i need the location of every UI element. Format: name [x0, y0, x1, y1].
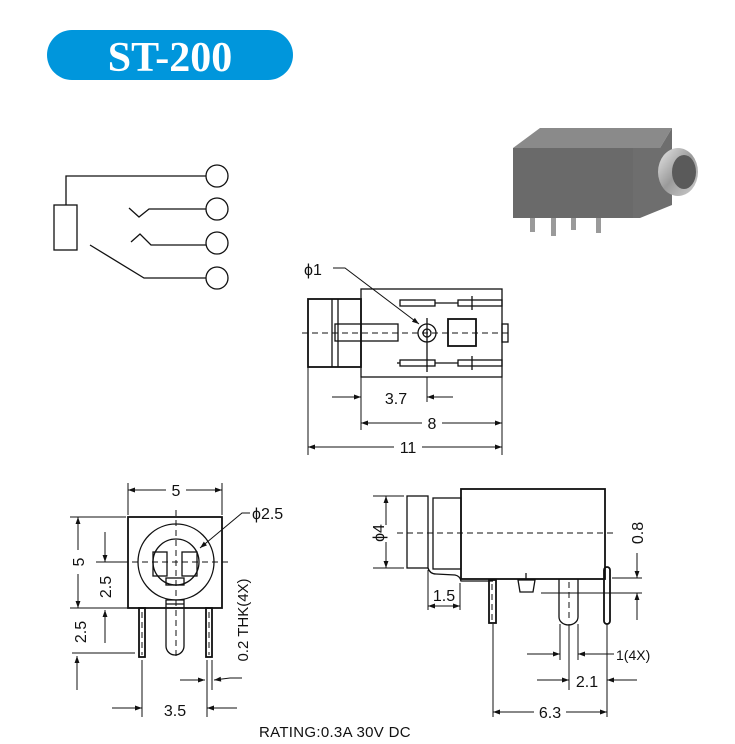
dim-pitch-3-5: 3.5 — [164, 703, 186, 720]
title-text: ST-200 — [108, 35, 233, 81]
front-hole-label: ϕ2.5 — [252, 506, 283, 523]
hole-label: ϕ1 — [304, 262, 322, 279]
dim-depth-1-5: 1.5 — [433, 588, 455, 605]
dim-11: 11 — [400, 440, 417, 457]
dim-height-5: 5 — [71, 557, 88, 566]
front-view-drawing: 5 5 2.5 2.5 3.5 0.2 THK(4X) ϕ2.5 — [70, 483, 283, 720]
dim-8: 8 — [428, 416, 437, 433]
top-view-drawing: ϕ1 3.7 8 11 — [302, 262, 512, 457]
dim-pin-width: 1(4X) — [616, 647, 650, 663]
dim-3-7: 3.7 — [385, 391, 407, 408]
dim-pin-2-5: 2.5 — [73, 621, 90, 643]
dim-span-6-3: 6.3 — [539, 705, 561, 722]
product-photo — [513, 128, 698, 236]
title-badge: ST-200 — [47, 30, 293, 81]
dim-center-2-5: 2.5 — [98, 576, 115, 598]
dim-spacing-2-1: 2.1 — [576, 674, 598, 691]
dim-offset-0-8: 0.8 — [630, 522, 647, 544]
circuit-schematic — [53, 164, 229, 290]
side-view-drawing: ϕ4 0.8 1.5 1(4X) 2.1 6.3 — [371, 488, 650, 722]
dim-diameter-4: ϕ4 — [371, 524, 388, 542]
dim-thickness: 0.2 THK(4X) — [235, 578, 252, 661]
rating-text: RATING:0.3A 30V DC — [259, 724, 411, 741]
dim-width-5: 5 — [172, 483, 181, 500]
pin-row-bottom — [397, 356, 503, 370]
pin-row-top — [399, 296, 503, 310]
